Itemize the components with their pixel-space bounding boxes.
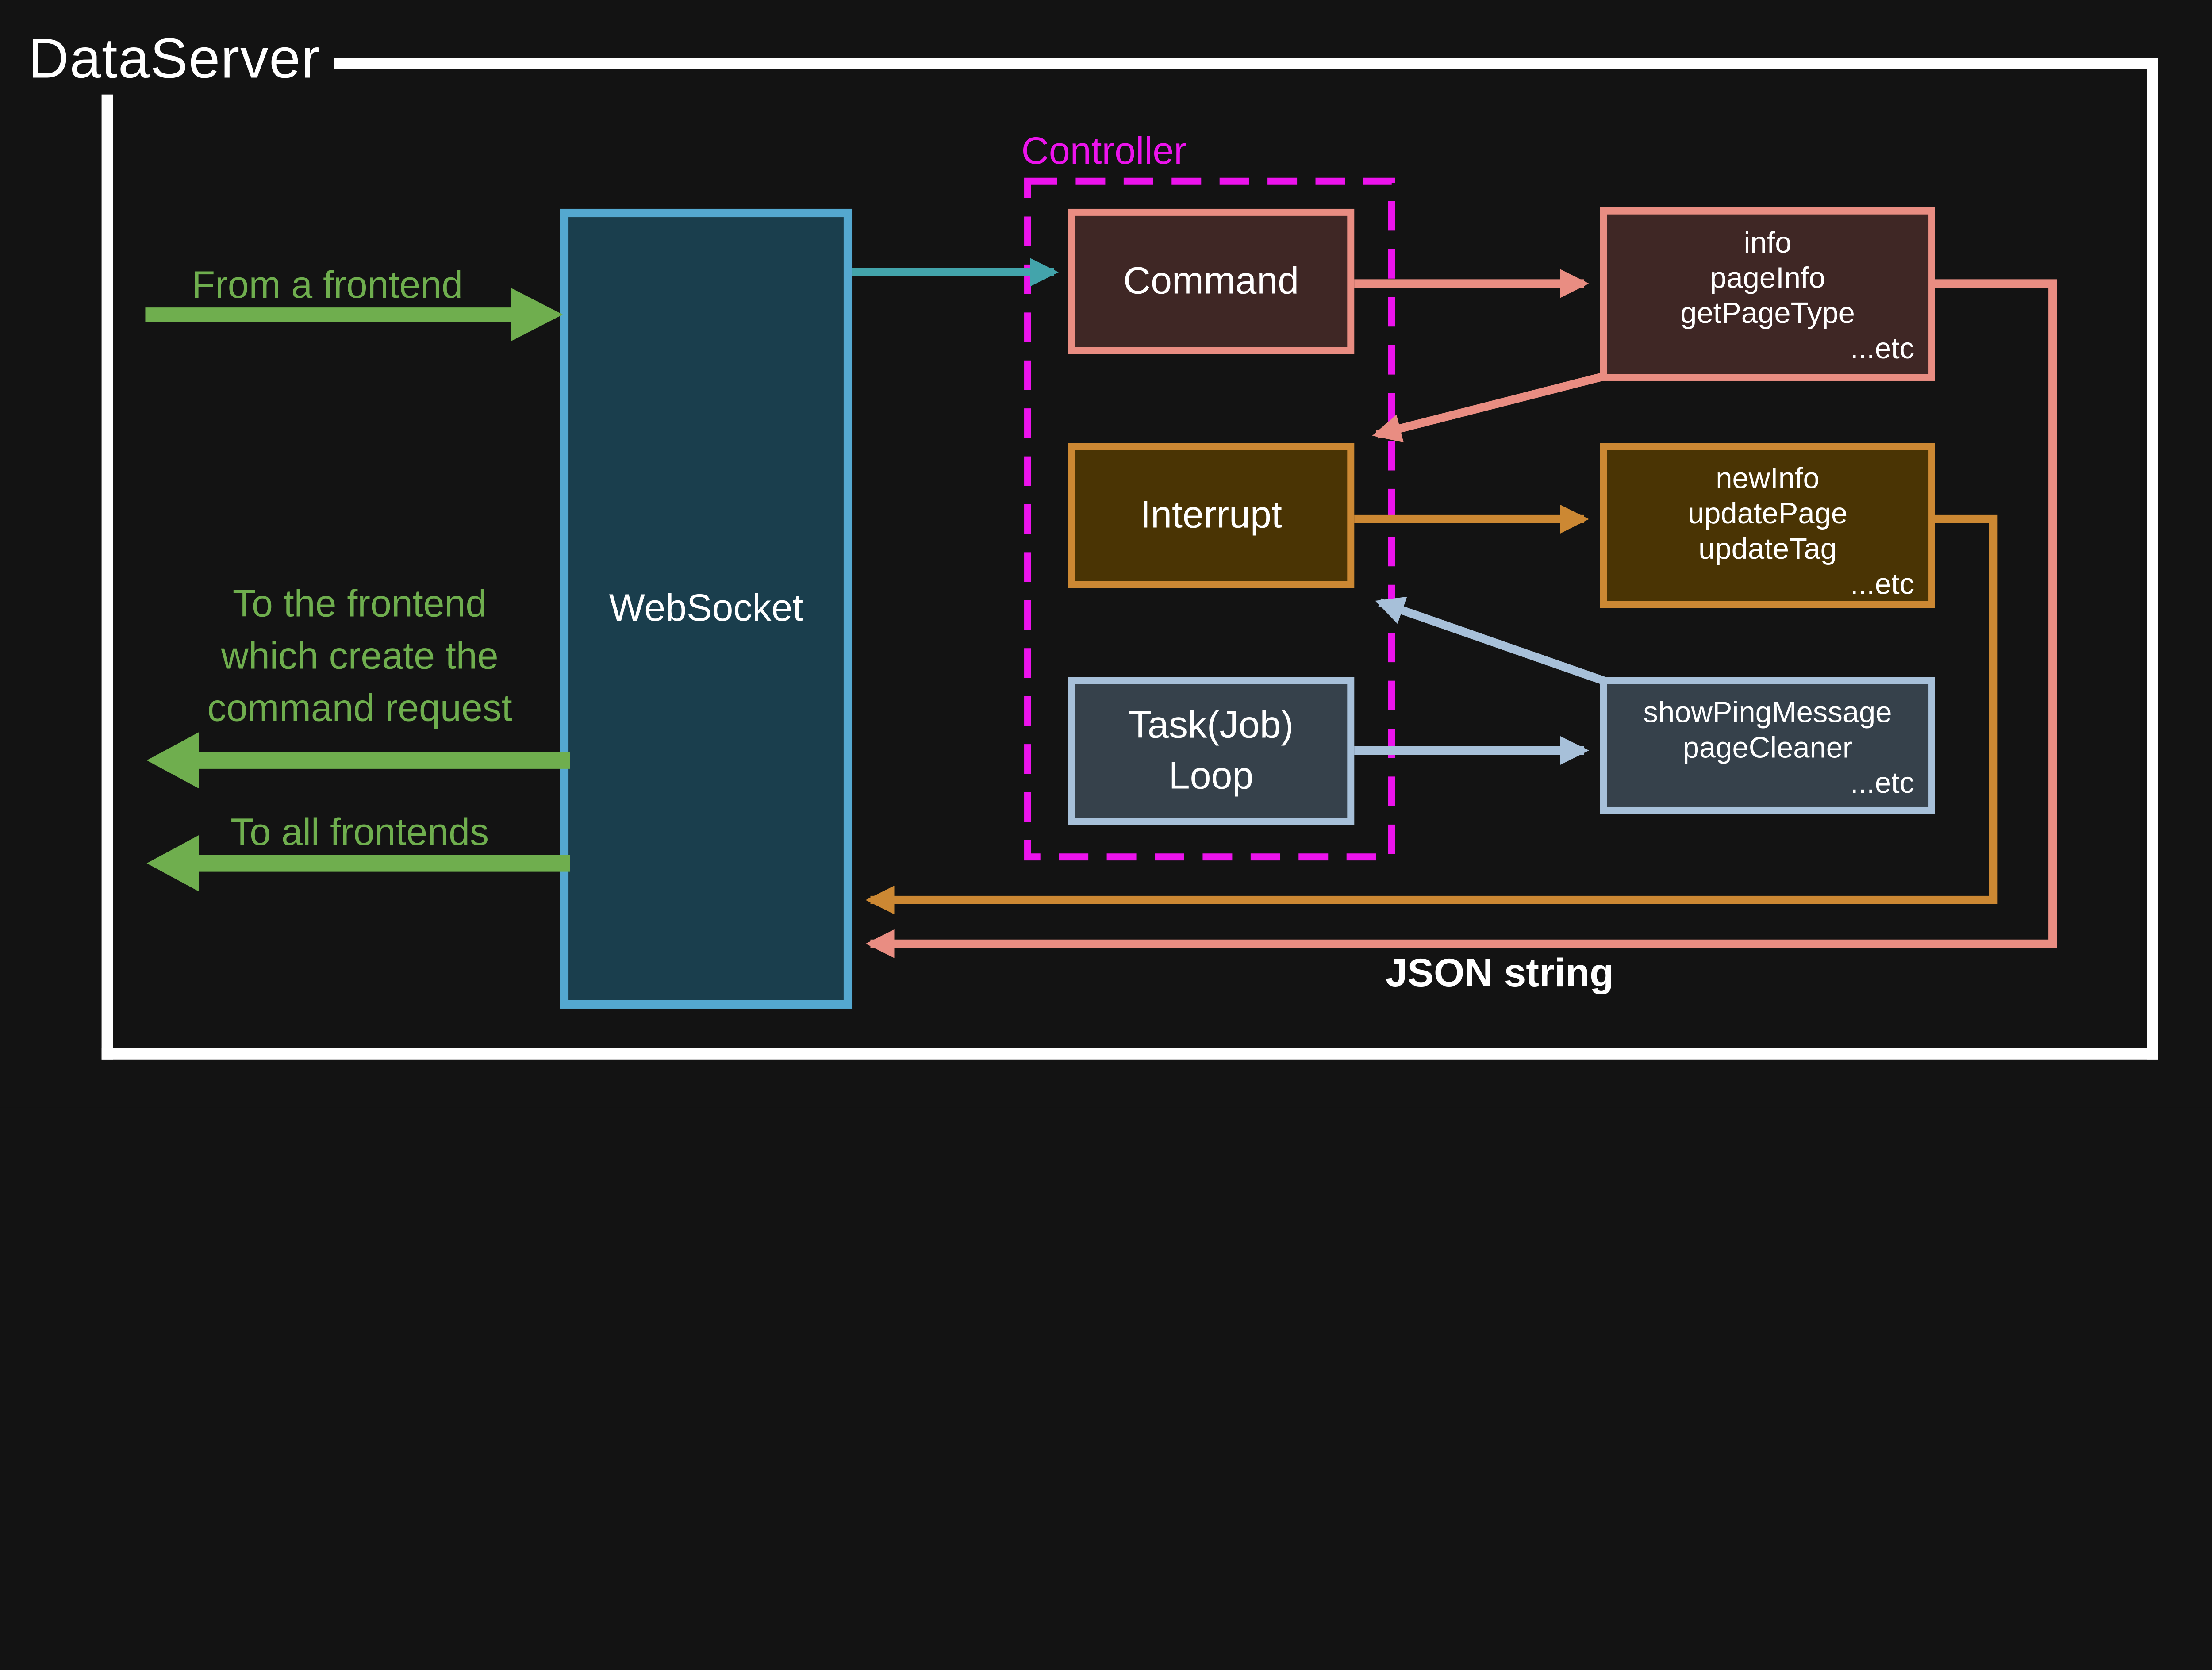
feedback-loop-command-json xyxy=(865,279,2057,958)
from-frontend-label: From a frontend xyxy=(192,264,463,306)
interrupt-box: Interrupt xyxy=(1068,443,1355,588)
handler-line: showPingMessage xyxy=(1643,697,1892,729)
arrow-from-frontend xyxy=(145,288,563,342)
command-box: Command xyxy=(1068,208,1355,354)
frame-right-edge xyxy=(2147,58,2158,1060)
arrow-handlers-to-interrupt-2 xyxy=(1375,596,1607,686)
diagram-canvas: DataServer Controller WebSocket Command … xyxy=(28,28,2158,1060)
controller-dashed-border xyxy=(1024,177,1395,861)
interrupt-label: Interrupt xyxy=(1140,494,1282,536)
handler-line: updateTag xyxy=(1698,533,1837,566)
task-handlers-box: showPingMessage pageCleaner ...etc xyxy=(1600,677,1936,814)
arrows-layer xyxy=(145,177,2057,958)
websocket-label: WebSocket xyxy=(609,587,803,630)
task-loop-box: Task(Job) Loop xyxy=(1068,677,1355,825)
websocket-box: WebSocket xyxy=(560,208,853,1009)
handler-line: pageInfo xyxy=(1710,262,1825,295)
task-loop-label: Task(Job) Loop xyxy=(1128,704,1294,797)
json-string-label: JSON string xyxy=(1385,951,1614,995)
to-all-frontends-label: To all frontends xyxy=(230,811,489,854)
page-title: DataServer xyxy=(28,28,321,91)
handler-etc-label: ...etc xyxy=(1850,568,1915,601)
to-frontend-label: To the frontend which create the command… xyxy=(207,582,512,729)
command-label: Command xyxy=(1123,259,1299,302)
handler-line: pageCleaner xyxy=(1682,732,1853,765)
handler-etc-label: ...etc xyxy=(1850,767,1915,800)
handler-line: info xyxy=(1743,227,1792,260)
handler-etc-label: ...etc xyxy=(1850,333,1915,365)
handler-line: newInfo xyxy=(1716,462,1820,495)
handler-line: updatePage xyxy=(1687,498,1848,530)
handler-line: getPageType xyxy=(1680,297,1855,330)
command-handlers-box: info pageInfo getPageType ...etc xyxy=(1600,207,1936,381)
frame-bottom-edge xyxy=(101,1048,2158,1060)
arrow-to-all-frontends xyxy=(146,835,570,892)
interrupt-handlers-box: newInfo updatePage updateTag ...etc xyxy=(1600,443,1936,608)
arrow-handlers-to-interrupt xyxy=(1372,372,1604,443)
feedback-loop-interrupt-json xyxy=(865,514,1998,914)
frame-left-edge xyxy=(101,94,113,1060)
frame-top-edge xyxy=(334,58,2158,69)
arrow-to-frontend xyxy=(146,732,570,789)
controller-group-label: Controller xyxy=(1021,130,1187,173)
